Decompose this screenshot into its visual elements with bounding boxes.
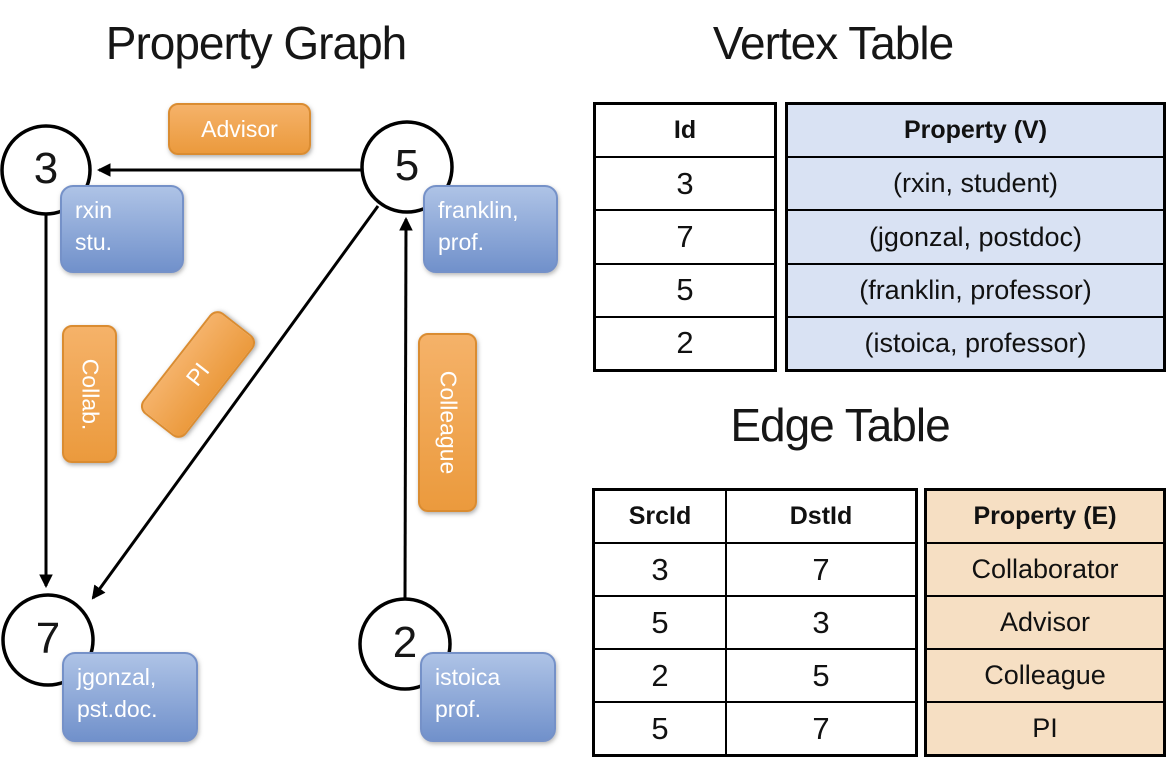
vertex-property-box-3-line1: rxin [75, 197, 113, 223]
edge-table-row: 3 7 [595, 542, 915, 595]
vertex-property-box-5-line1: franklin, [438, 197, 519, 223]
node-5-id: 5 [394, 141, 420, 190]
node-7-id: 7 [35, 614, 61, 663]
edge-table-property-cell: Colleague [927, 648, 1163, 701]
vertex-property-box-5-line2: prof. [438, 229, 485, 256]
vertex-property-box-2-line1: istoica [435, 664, 501, 690]
vertex-table-id-cell: 3 [596, 156, 774, 209]
edge-label-collab-text: Collab. [77, 358, 104, 430]
vertex-table-title: Vertex Table [712, 17, 954, 69]
edge-table-dstid-header: DstId [789, 502, 853, 530]
edge-table-property-column: Property (E) Collaborator Advisor Collea… [924, 488, 1166, 757]
vertex-property-box-3-line2: stu. [75, 229, 113, 256]
edge-table-srcid-header: SrcId [595, 491, 727, 542]
edge-5-to-7-pi-arrow [91, 205, 380, 600]
vertex-property-box-7-line2: pst.doc. [77, 696, 158, 723]
edge-table-dstid-cell: 5 [812, 657, 830, 693]
edge-table-srcid-cell: 2 [595, 650, 727, 701]
edge-table-property-cell: Advisor [927, 595, 1163, 648]
vertex-table-id-cell: 2 [596, 315, 774, 369]
edge-table-row: 5 3 [595, 595, 915, 648]
vertex-property-box-5: franklin, prof. [423, 185, 558, 273]
edge-table-header-row: SrcId DstId [595, 491, 915, 542]
edge-table-dstid-cell: 3 [812, 604, 830, 640]
vertex-table-property-column: Property (V) (rxin, student) (jgonzal, p… [785, 102, 1166, 372]
edge-table-property-header: Property (E) [973, 502, 1117, 530]
vertex-table-property-header: Property (V) [903, 116, 1048, 145]
edge-table-row: 5 7 [595, 701, 915, 754]
vertex-table-id-cell: 7 [596, 209, 774, 262]
vertex-table-id-column: Id 3 7 5 2 [593, 102, 777, 372]
property-graph-title: Property Graph [105, 17, 407, 69]
edge-label-pi-text: PI [180, 357, 215, 391]
vertex-property-box-7-line1: jgonzal, [77, 664, 157, 690]
edge-table-property-cell: PI [927, 701, 1163, 754]
edge-table-srcid-cell: 5 [595, 703, 727, 754]
node-2-id: 2 [392, 618, 418, 667]
vertex-table-property-cell: (istoica, professor) [788, 315, 1163, 369]
vertex-property-box-3: rxin stu. [60, 185, 184, 273]
edge-label-advisor-text: Advisor [201, 115, 278, 142]
node-3-id: 3 [33, 144, 59, 193]
edge-table-src-dst-columns: SrcId DstId 3 7 5 3 2 5 5 7 [592, 488, 918, 757]
vertex-table-id-header: Id [673, 116, 697, 145]
edge-label-advisor: Advisor [168, 103, 311, 155]
edge-table-title: Edge Table [730, 399, 950, 451]
vertex-table-property-cell: (franklin, professor) [788, 262, 1163, 316]
vertex-property-box-7: jgonzal, pst.doc. [62, 652, 198, 742]
edge-label-colleague: Colleague [418, 333, 477, 512]
vertex-property-box-2-line2: prof. [435, 696, 482, 723]
edge-table-srcid-cell: 3 [595, 544, 727, 595]
edge-table-row: 2 5 [595, 648, 915, 701]
vertex-table-id-cell: 5 [596, 262, 774, 316]
vertex-table-property-cell: (jgonzal, postdoc) [788, 209, 1163, 262]
edge-table-dstid-cell: 7 [812, 551, 830, 587]
vertex-table-property-cell: (rxin, student) [788, 156, 1163, 209]
edge-table-dstid-cell: 7 [812, 710, 830, 746]
vertex-property-box-2: istoica prof. [420, 652, 556, 742]
edge-table-srcid-cell: 5 [595, 597, 727, 648]
edge-2-to-5-colleague-arrow [399, 216, 413, 601]
edge-label-collab: Collab. [62, 325, 117, 463]
edge-label-colleague-text: Colleague [435, 370, 461, 475]
edge-table-property-cell: Collaborator [927, 542, 1163, 595]
